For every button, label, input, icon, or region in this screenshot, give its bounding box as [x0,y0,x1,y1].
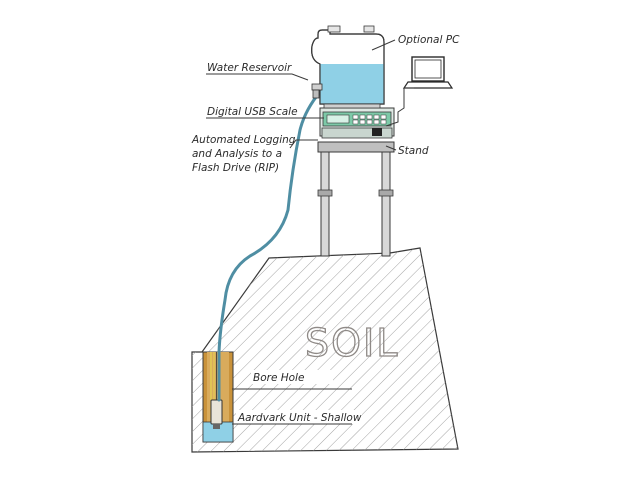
water-reservoir [311,25,385,109]
soil-block: SOIL [191,247,459,453]
bore-hole-label: Bore Hole [253,372,304,384]
reservoir-water [320,64,384,104]
automated-logging-label-line1: Automated Logging [191,134,296,146]
leader-lines [206,39,397,425]
soil-label: SOIL [305,321,399,365]
aardvark-unit-icon [210,399,223,425]
automated-logging-label-line3: Flash Drive (RIP) [192,162,279,174]
optional-pc-label: Optional PC [398,34,460,46]
optional-pc [402,56,454,89]
digital-usb-scale [319,107,395,139]
stand-top [317,141,395,153]
water-reservoir-label: Water Reservoir [207,62,292,74]
automated-logging-label-line2: and Analysis to a [192,148,282,160]
pc-cable [385,87,414,127]
aardvark-label-bg [236,410,362,424]
digital-usb-scale-label: Digital USB Scale [207,106,298,118]
bore-hole [202,351,234,443]
bore-hole-label-bg [251,370,333,384]
soil-hatching [192,248,458,452]
aardvark-unit-label: Aardvark Unit - Shallow [237,412,362,424]
water-tube [217,90,322,402]
stand-label: Stand [398,145,429,157]
stand [317,141,395,257]
